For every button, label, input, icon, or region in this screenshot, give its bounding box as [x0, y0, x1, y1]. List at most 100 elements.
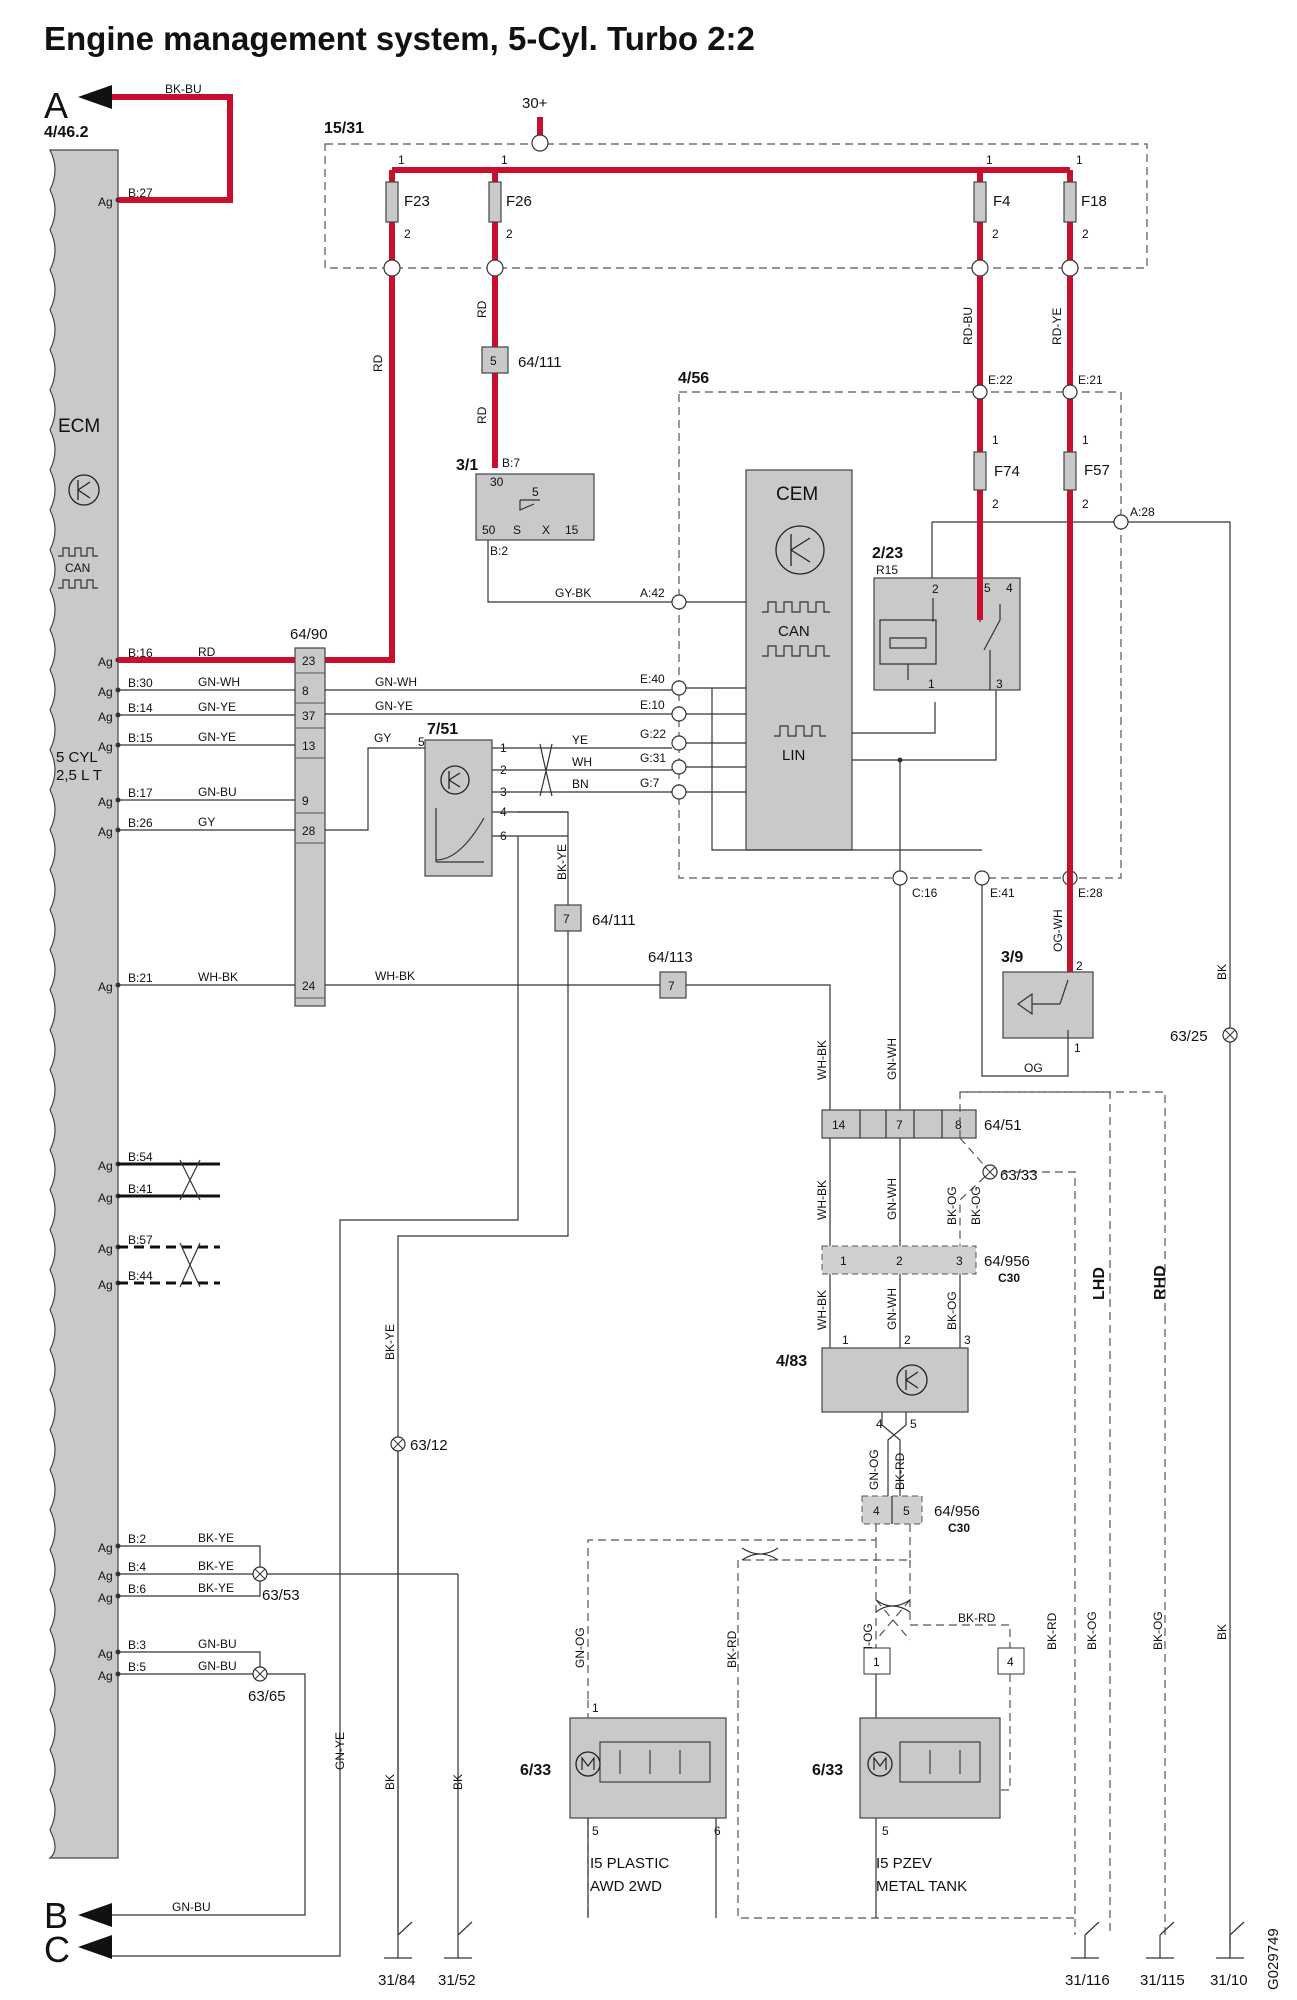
- relay-pin2: 2: [932, 582, 939, 596]
- fuse-f23-pin1: 1: [398, 153, 405, 167]
- ecm-pin-label: B:5: [128, 1660, 146, 1674]
- c64-111-label: 64/111: [518, 354, 562, 371]
- pump-ctrl-pin3: 3: [964, 1333, 971, 1347]
- ecm-twisted-pairs: [118, 1159, 220, 1288]
- wire-gn-og-1: GN-OG: [867, 1449, 881, 1490]
- wire-bk-31-52: BK: [451, 1774, 465, 1790]
- c64-956-pin2: 2: [896, 1254, 903, 1268]
- ignition-t50: 50: [482, 523, 496, 537]
- wire-og-label: OG: [1024, 1061, 1043, 1075]
- arrow-a-label: A: [44, 85, 68, 126]
- cem-pin-e40: E:40: [640, 672, 665, 686]
- wire-gn-wh-5: GN-WH: [885, 1288, 899, 1330]
- fuse-f23-pin2: 2: [404, 227, 411, 241]
- ecm-pin-label: B:4: [128, 1560, 146, 1574]
- c64-51-pin7: 7: [896, 1118, 903, 1132]
- wire-pump-right-pin4: [1000, 1674, 1011, 1791]
- fuse-f26: F26: [506, 193, 532, 210]
- cem-pin-c16: C:16: [912, 886, 938, 900]
- splice-63-25-label: 63/25: [1170, 1028, 1208, 1045]
- throttle-pin: 5: [418, 735, 425, 749]
- brake-switch-3-9: [1002, 971, 1094, 1039]
- fuel-pump-right-6-33: [859, 1717, 1001, 1819]
- wire-gy-2: GY: [374, 731, 391, 745]
- page-title: Engine management system, 5-Cyl. Turbo 2…: [44, 20, 755, 57]
- ecm-pin-label: B:3: [128, 1638, 146, 1652]
- relay-pin4: 4: [1006, 581, 1013, 595]
- fuse-f18: F18: [1081, 193, 1107, 210]
- pump-ctrl-pin2: 2: [904, 1333, 911, 1347]
- ecm-pin-label: B:54: [128, 1150, 153, 1164]
- cem-pin-e28: E:28: [1078, 886, 1103, 900]
- relay-pin1: 1: [928, 677, 935, 691]
- ground-point-label: 31/115: [1140, 1972, 1185, 1989]
- node-f18: [1061, 259, 1079, 277]
- cem-module: [745, 469, 853, 851]
- arrow-b: [78, 1903, 112, 1927]
- cem-pin-g22: G:22: [640, 727, 666, 741]
- ecm-wire-color: BK-YE: [198, 1531, 234, 1545]
- ecm-ref: 4/46.2: [44, 124, 89, 141]
- doc-id: G029749: [1265, 1928, 1282, 1990]
- fuel-pump-left-6-33: [569, 1717, 727, 1819]
- c64-956-label: 64/956: [984, 1253, 1030, 1270]
- splice-63-65: [252, 1666, 268, 1682]
- wires-4-83-to-64-956b: [881, 1412, 907, 1496]
- f74-pin2: 2: [992, 497, 999, 511]
- ground-icon: [384, 1921, 413, 1959]
- arrow-b-label: B: [44, 1895, 68, 1936]
- wire-gn-wh-3: GN-WH: [885, 1038, 899, 1080]
- ignition-ref: 3/1: [456, 457, 478, 474]
- pump-right-motor-icon: [867, 1741, 981, 1783]
- cem-c16-node: [892, 870, 908, 886]
- c64-956-pin1: 1: [840, 1254, 847, 1268]
- wire-gn-og-2: GN-OG: [573, 1627, 587, 1668]
- splice-63-65-label: 63/65: [248, 1688, 286, 1705]
- cem-a28-node: [1113, 514, 1129, 530]
- ecm-wire-color: GN-YE: [198, 700, 236, 714]
- throttle-transistor-icon: [440, 765, 470, 795]
- pump-left-wires: [587, 1818, 717, 1918]
- ground-point-label: 31/10: [1210, 1972, 1248, 1989]
- pump-left-pin5: 5: [592, 1824, 599, 1838]
- ecm-to-64-90-wires: [118, 689, 295, 986]
- ecm-pin-group: AgB:27AgB:16AgB:30AgB:14AgB:15AgB:17AgB:…: [98, 186, 153, 1683]
- fuse-f18-pin2: 2: [1082, 227, 1089, 241]
- ecm-wire-color: GN-BU: [198, 785, 237, 799]
- f57-pin1: 1: [1082, 433, 1089, 447]
- pump-right-pin1-label: 1: [873, 1655, 880, 1669]
- fuse-f57-glyph: [1063, 451, 1077, 491]
- ground-point-label: 31/84: [378, 1972, 416, 1989]
- c64-90-pin: 9: [302, 794, 309, 808]
- f57-pin2: 2: [1082, 497, 1089, 511]
- ecm-pin-label: B:26: [128, 816, 153, 830]
- c64-90-pin: 24: [302, 979, 316, 993]
- cem-pin-e21: E:21: [1078, 373, 1103, 387]
- pump-right-pin1-box: [863, 1647, 891, 1675]
- pump-left-caption-2: AWD 2WD: [590, 1878, 662, 1895]
- supply-30-label: 30+: [522, 95, 548, 112]
- wire-gn-wh-4: GN-WH: [885, 1178, 899, 1220]
- ground-icon: [1146, 1921, 1175, 1959]
- ecm-transistor-icon: [68, 474, 100, 506]
- lhd-label: LHD: [1091, 1267, 1108, 1300]
- relay-pin5: 5: [984, 581, 991, 595]
- c64-111-label-2: 64/111: [592, 912, 636, 929]
- wire-gn-ye-2: GN-YE: [375, 699, 413, 713]
- wire-f23-color: RD: [371, 354, 385, 372]
- ecm-can-label: CAN: [65, 561, 90, 575]
- ecm-pin-prefix: Ag: [98, 1191, 113, 1205]
- cem-can-label: CAN: [778, 623, 810, 640]
- ignition-t5: 5: [532, 485, 539, 499]
- wire-bk-rd-3: BK-RD: [958, 1611, 996, 1625]
- pump-ctrl-pin1: 1: [842, 1333, 849, 1347]
- ecm-pin-prefix: Ag: [98, 685, 113, 699]
- ecm-label: ECM: [58, 416, 100, 437]
- ecm-pin-label: B:14: [128, 701, 153, 715]
- c64-90-pin: 13: [302, 739, 316, 753]
- ecm-pin-label: B:21: [128, 971, 153, 985]
- relay-pin3: 3: [996, 677, 1003, 691]
- wire-3-1-to-cem-a42: [487, 540, 676, 603]
- c64-111-pin7-label: 7: [563, 912, 570, 926]
- twisted-pair-icon-2: [741, 1547, 911, 1613]
